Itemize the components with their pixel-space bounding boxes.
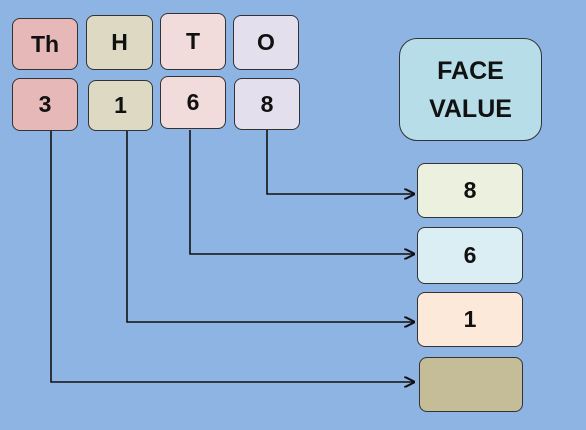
face-value-title-line2: VALUE [429, 94, 512, 123]
hundreds-connector [126, 130, 414, 322]
face-value-title-line1: FACE [437, 56, 504, 85]
digit-tens: 6 [160, 76, 226, 129]
face-value-ones: 8 [417, 163, 523, 218]
ones-connector [266, 130, 414, 194]
face-value-thousands [419, 357, 523, 412]
header-ones: O [233, 15, 299, 70]
digit-thousands: 3 [12, 78, 78, 131]
digit-hundreds: 1 [88, 80, 153, 131]
header-tens: T [160, 13, 226, 70]
header-hundreds: H [86, 15, 153, 70]
digit-ones: 8 [234, 78, 300, 130]
thousands-connector [50, 130, 414, 382]
face-value-hundreds: 1 [417, 292, 523, 347]
header-thousands: Th [12, 18, 78, 70]
face-value-title: FACE VALUE [399, 38, 542, 141]
tens-connector [189, 130, 414, 254]
face-value-tens: 6 [417, 227, 523, 284]
